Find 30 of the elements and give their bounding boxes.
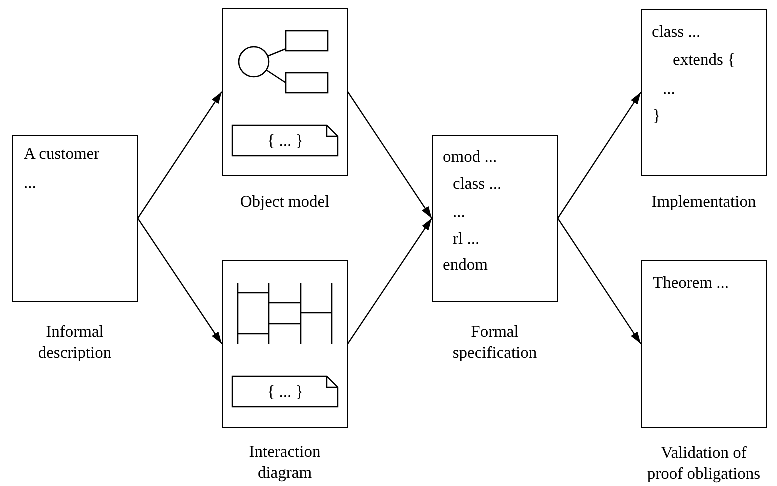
- code-line: }: [653, 106, 661, 126]
- code-line: class ...: [453, 174, 502, 194]
- code-line: omod ...: [443, 147, 498, 167]
- code-line: ...: [24, 173, 36, 193]
- node-label: Formal specification: [452, 321, 538, 363]
- document-box: [222, 260, 348, 428]
- node-label: Object model: [239, 191, 331, 212]
- document-box: [12, 135, 138, 302]
- code-line: extends {: [673, 50, 736, 70]
- code-line: rl ...: [453, 229, 480, 249]
- node-label: Interaction diagram: [248, 441, 322, 483]
- code-line: ...: [453, 202, 466, 222]
- arrow: [138, 218, 222, 344]
- code-line: Theorem ...: [653, 273, 730, 293]
- node-label: Informal description: [37, 321, 113, 363]
- arrow: [348, 218, 432, 344]
- code-line: endom: [443, 255, 488, 275]
- arrow: [558, 218, 642, 344]
- document-box: [641, 260, 767, 428]
- arrow: [558, 92, 642, 219]
- document-box: [432, 135, 558, 302]
- arrow: [138, 92, 222, 219]
- document-box: [222, 8, 348, 176]
- code-line: class ...: [652, 22, 701, 42]
- code-line: ...: [663, 79, 676, 99]
- arrow: [348, 92, 432, 219]
- document-box: [641, 9, 767, 176]
- code-line: A customer: [24, 144, 100, 164]
- node-label: Validation of proof obligations: [646, 442, 762, 484]
- node-label: Implementation: [650, 191, 758, 212]
